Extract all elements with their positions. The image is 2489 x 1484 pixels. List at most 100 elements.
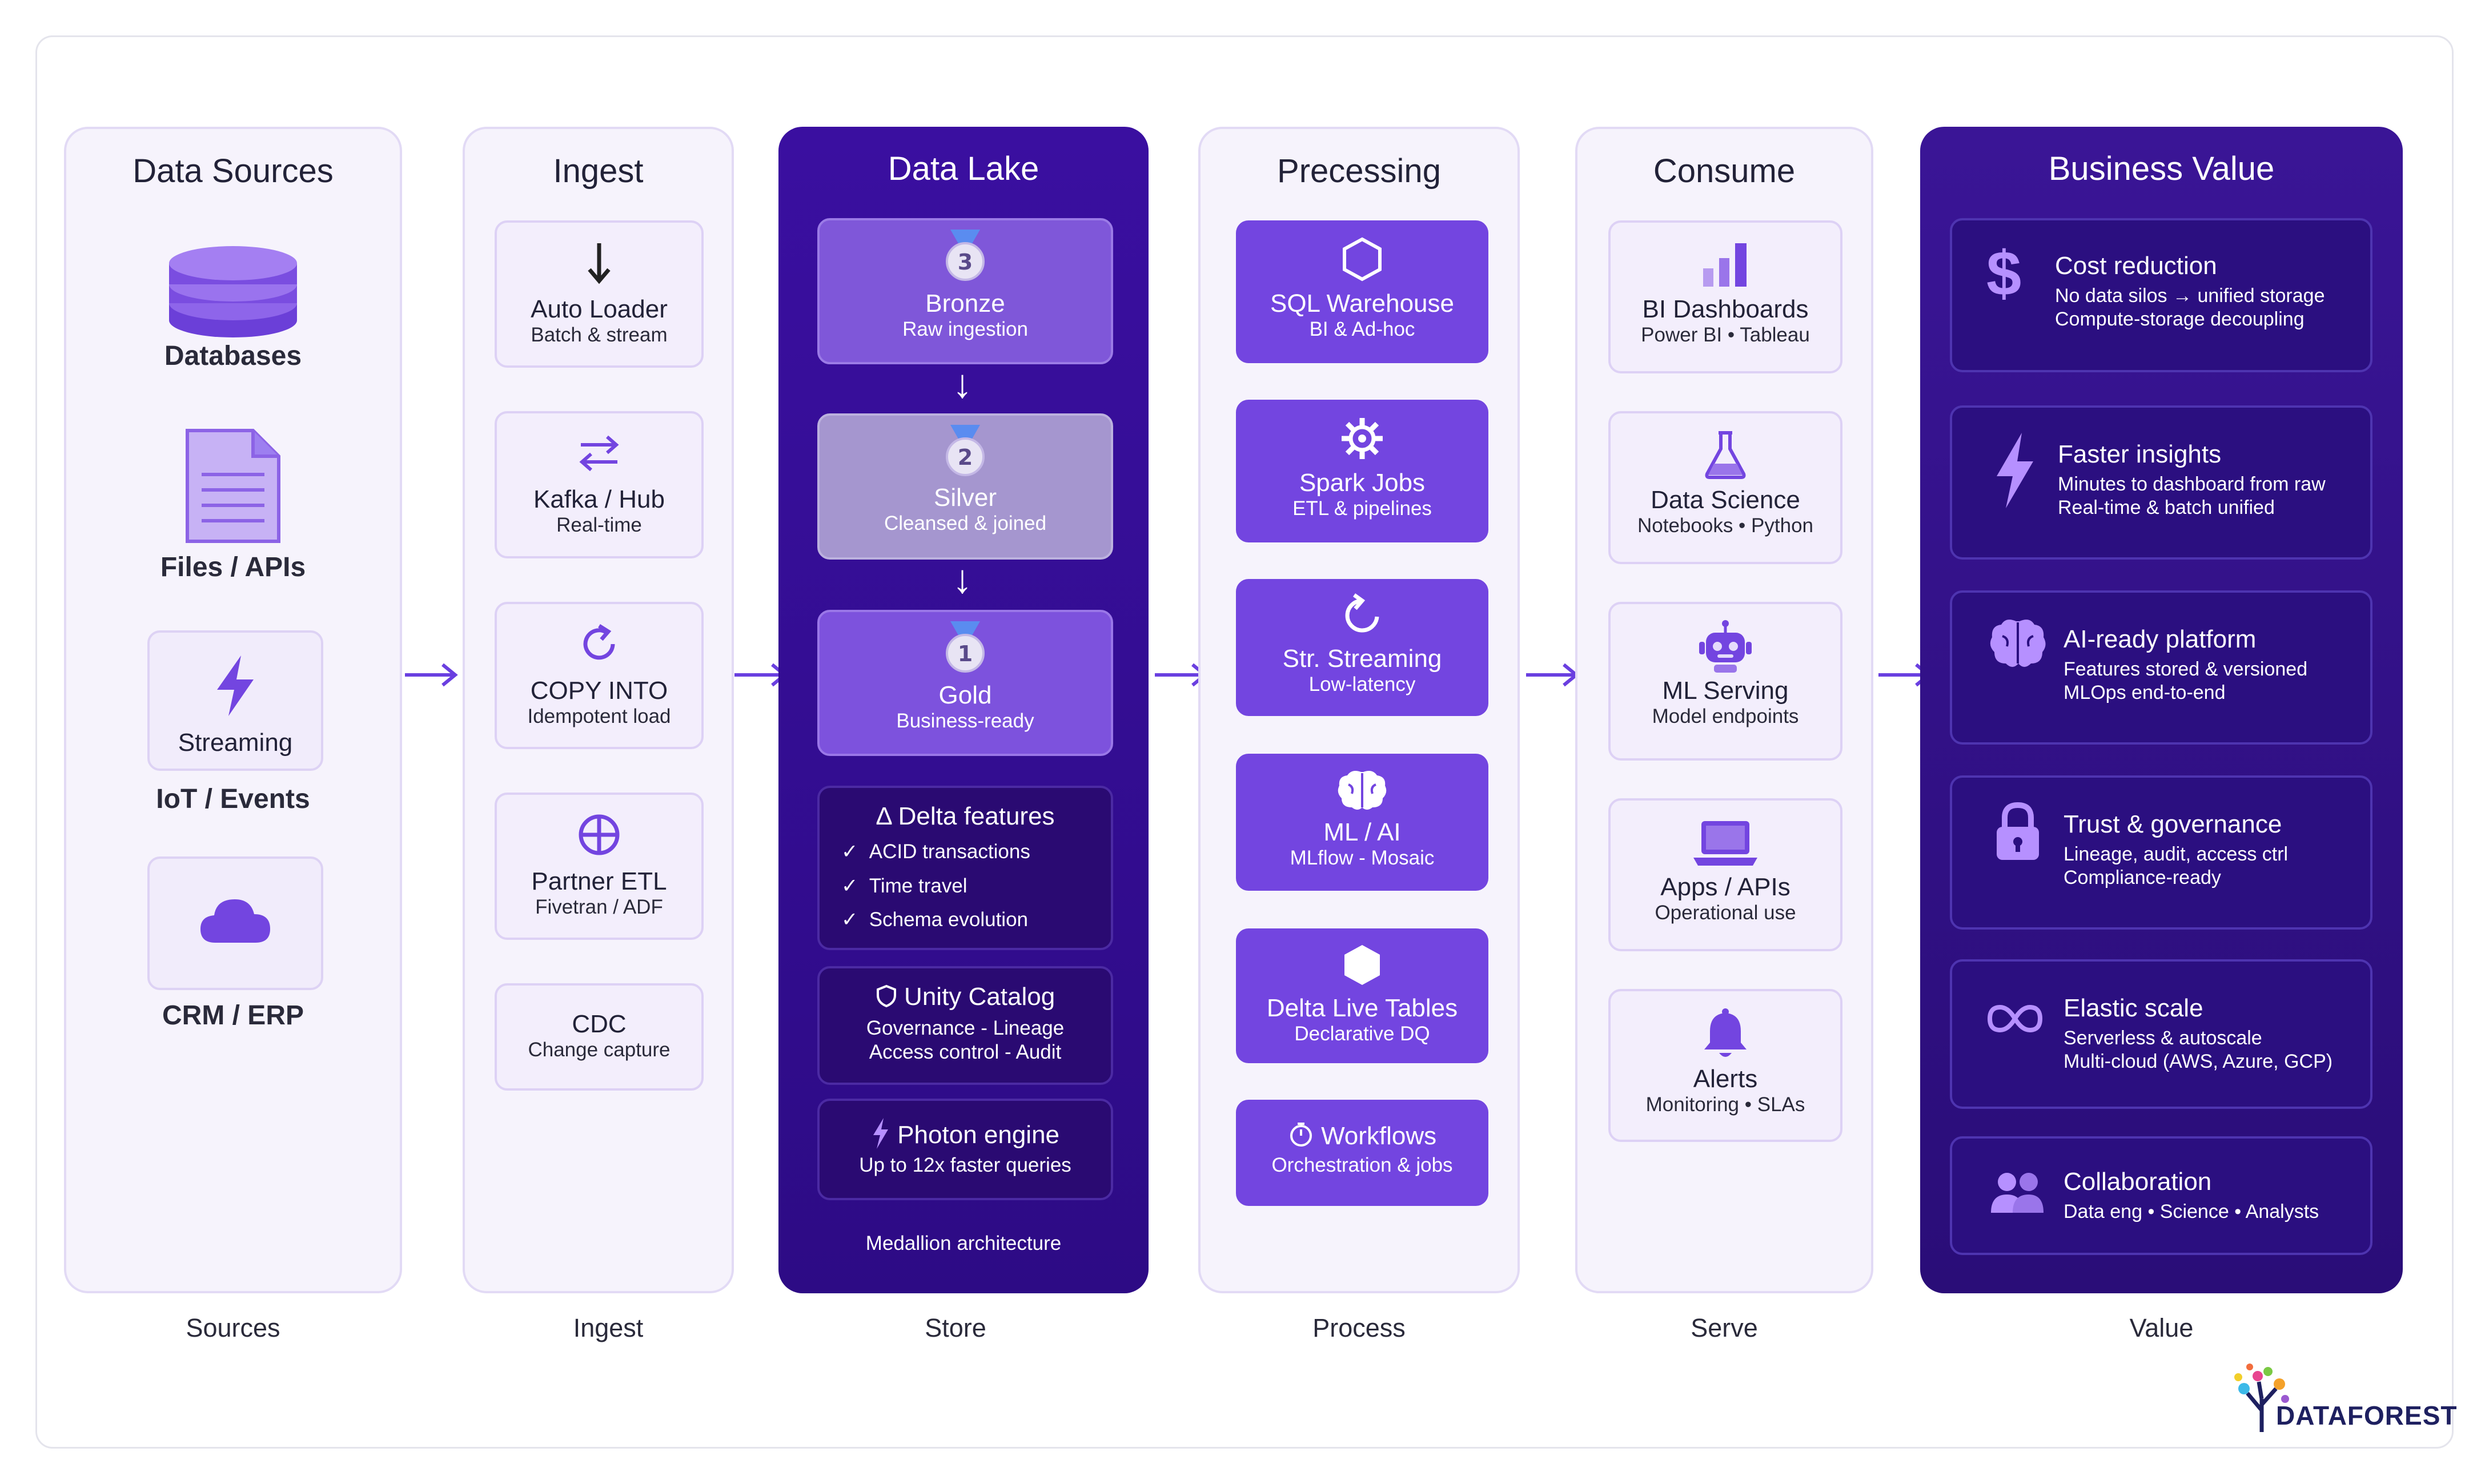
card-subtitle: Raw ingestion — [902, 318, 1028, 341]
photon-title: Photon engine — [820, 1117, 1111, 1150]
footer-process: Process — [1312, 1313, 1406, 1342]
column-consume: Consume BI Dashboards Power BI • Tableau… — [1575, 127, 1873, 1293]
card-title: Delta features — [898, 802, 1055, 830]
value-card-elastic-scale: Elastic scale Serverless & autoscale Mul… — [1950, 959, 2372, 1109]
value-card-collaboration: Collaboration Data eng • Science • Analy… — [1950, 1136, 2372, 1255]
source-label: Databases — [164, 341, 302, 371]
value-card-ai-ready: AI-ready platform Features stored & vers… — [1950, 590, 2372, 745]
card-subtitle: Low-latency — [1308, 673, 1416, 696]
card-subtitle: Idempotent load — [527, 705, 671, 728]
column-title: Ingest — [553, 152, 644, 190]
card-subtitle: Compliance-ready — [2064, 867, 2221, 889]
column-data-sources: Data Sources Databases Files / APIs St — [64, 127, 402, 1293]
medallion-silver: 2 Silver Cleansed & joined — [817, 413, 1113, 560]
medal-badge: 3 — [958, 250, 973, 275]
card-subtitle: ETL & pipelines — [1292, 497, 1432, 520]
robot-icon — [1699, 620, 1752, 673]
source-files-apis: Files / APIs — [66, 426, 400, 583]
feature-line: ✓ ACID transactions — [841, 835, 1111, 869]
card-title: Apps / APIs — [1660, 873, 1791, 901]
column-title: Data Lake — [888, 150, 1039, 187]
value-card-faster-insights: Faster insights Minutes to dashboard fro… — [1950, 405, 2372, 560]
process-card-dlt: Delta Live Tables Declarative DQ — [1236, 928, 1488, 1063]
column-title: Consume — [1653, 152, 1796, 190]
source-streaming-box: Streaming — [147, 630, 323, 771]
value-card-trust-governance: Trust & governance Lineage, audit, acces… — [1950, 775, 2372, 930]
column-data-lake: Data Lake 3 Bronze Raw ingestion ↓ 2 Sil… — [778, 127, 1149, 1293]
lightning-icon — [1997, 433, 2033, 508]
card-title: Partner ETL — [531, 867, 667, 895]
arrow-down-icon: ↓ — [952, 361, 973, 406]
consume-card-ml-serving: ML Serving Model endpoints — [1608, 602, 1842, 761]
footer-serve: Serve — [1691, 1313, 1758, 1342]
column-processing: Precessing SQL Warehouse BI & Ad-hoc Spa… — [1198, 127, 1520, 1293]
card-subtitle: Features stored & versioned — [2064, 658, 2308, 681]
card-subtitle: Serverless & autoscale — [2064, 1027, 2262, 1049]
card-subtitle: Notebooks • Python — [1637, 514, 1813, 537]
source-databases: Databases — [66, 238, 400, 372]
laptop-icon — [1693, 821, 1757, 866]
hexagon-filled-icon — [1344, 945, 1380, 985]
medal-badge: 2 — [958, 445, 973, 470]
medal-icon: 2 — [946, 425, 985, 476]
card-title: COPY INTO — [530, 677, 668, 705]
card-title: Collaboration — [2064, 1168, 2212, 1196]
card-subtitle: Real-time & batch unified — [2058, 497, 2275, 519]
column-title: Data Sources — [133, 152, 334, 190]
logo-text: DATAFOREST — [2276, 1401, 2458, 1430]
medallion-caption: Medallion architecture — [865, 1232, 1062, 1254]
cloud-icon — [200, 899, 270, 943]
card-subtitle: Monitoring • SLAs — [1645, 1093, 1805, 1116]
card-title: Cost reduction — [2055, 252, 2217, 280]
card-title: AI-ready platform — [2064, 625, 2257, 653]
swap-arrows-icon — [579, 435, 619, 472]
refresh-icon — [583, 624, 615, 660]
feature-text: Schema evolution — [869, 908, 1029, 931]
footer-value: Value — [2129, 1313, 2194, 1342]
bell-icon — [1704, 1008, 1747, 1057]
ingest-card-copy-into: COPY INTO Idempotent load — [495, 602, 704, 749]
medal-badge: 1 — [958, 641, 973, 666]
ingest-card-auto-loader: Auto Loader Batch & stream — [495, 220, 704, 368]
card-subtitle: Minutes to dashboard from raw — [2058, 473, 2326, 496]
card-title: Trust & governance — [2064, 810, 2282, 838]
footer-sources: Sources — [186, 1313, 280, 1342]
feature-line: ✓ Time travel — [841, 869, 1111, 903]
source-label: CRM / ERP — [162, 1000, 304, 1031]
medallion-bronze: 3 Bronze Raw ingestion — [817, 218, 1113, 364]
consume-card-bi-dashboards: BI Dashboards Power BI • Tableau — [1608, 220, 1842, 373]
ingest-card-partner-etl: Partner ETL Fivetran / ADF — [495, 793, 704, 940]
card-title: ML Serving — [1662, 677, 1789, 705]
lock-icon — [1997, 802, 2039, 860]
source-crm-erp: CRM / ERP — [66, 1000, 400, 1031]
card-title: Delta Live Tables — [1266, 994, 1458, 1022]
card-title: Data Science — [1651, 486, 1800, 514]
hexagon-outline-icon — [1343, 237, 1382, 281]
card-title: CDC — [572, 1010, 627, 1038]
card-subtitle: Change capture — [528, 1039, 671, 1061]
card-title: Photon engine — [897, 1121, 1060, 1149]
source-iot-events: IoT / Events — [66, 783, 400, 815]
arrow-down-icon: ↓ — [952, 557, 973, 601]
card-subtitle: Business-ready — [896, 710, 1034, 733]
shield-icon — [876, 984, 896, 1008]
card-subtitle: No data silos → unified storage — [2055, 285, 2325, 307]
check-icon: ✓ — [841, 874, 869, 897]
streaming-label: Streaming — [178, 729, 293, 757]
unity-catalog-box: Unity Catalog Governance - Lineage Acces… — [817, 966, 1113, 1085]
card-title: Bronze — [925, 289, 1005, 317]
card-title: Spark Jobs — [1299, 469, 1426, 497]
flow-arrow-icon — [1526, 663, 1579, 687]
database-icon — [169, 246, 297, 337]
footer-store: Store — [925, 1313, 986, 1342]
check-icon: ✓ — [841, 908, 869, 931]
card-title: Elastic scale — [2064, 994, 2203, 1022]
refresh-icon — [1345, 593, 1379, 633]
column-ingest: Ingest Auto Loader Batch & stream Kafka … — [463, 127, 734, 1293]
dollar-icon: $ — [1986, 239, 2022, 309]
flask-icon — [1705, 431, 1746, 479]
source-label: Files / APIs — [160, 552, 306, 582]
card-subtitle: Up to 12x faster queries — [859, 1154, 1071, 1176]
value-card-cost-reduction: $ Cost reduction No data silos → unified… — [1950, 218, 2372, 372]
card-subtitle: MLflow - Mosaic — [1290, 847, 1435, 870]
